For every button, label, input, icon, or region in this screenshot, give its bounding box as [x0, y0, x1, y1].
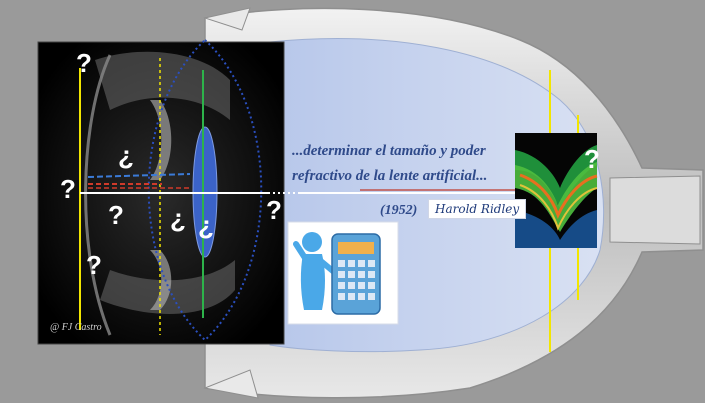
ridley-year: (1952): [380, 203, 418, 218]
question-mark-retina: ?: [584, 144, 600, 174]
question-mark-top: ?: [76, 48, 92, 78]
question-mark-axis: ?: [266, 195, 282, 225]
retina-oct-scan: [515, 133, 598, 248]
arrow-bottom: [203, 369, 259, 399]
inverted-question-chamber: ¿: [118, 140, 134, 170]
image-credit: @ FJ Castro: [50, 322, 102, 333]
lens-outline: [147, 38, 263, 342]
question-mark-bottom: ?: [86, 250, 102, 280]
inverted-question-lens: ¿: [198, 210, 214, 240]
cornea-texture: [95, 51, 230, 120]
ridley-signature: Harold Ridley: [428, 199, 527, 219]
inverted-question-iris: ¿: [170, 203, 186, 233]
corneal-arc: [84, 54, 112, 336]
calculator-figure-icon: [287, 221, 399, 325]
question-mark-left: ?: [60, 174, 76, 204]
optic-nerve: [609, 175, 701, 245]
caption-line-1: ...determinar el tamaño y poder: [292, 143, 486, 159]
arrow-top: [203, 7, 251, 31]
question-mark-mid: ?: [108, 200, 124, 230]
caption-line-2: refractivo de la lente artificial...: [292, 168, 488, 184]
